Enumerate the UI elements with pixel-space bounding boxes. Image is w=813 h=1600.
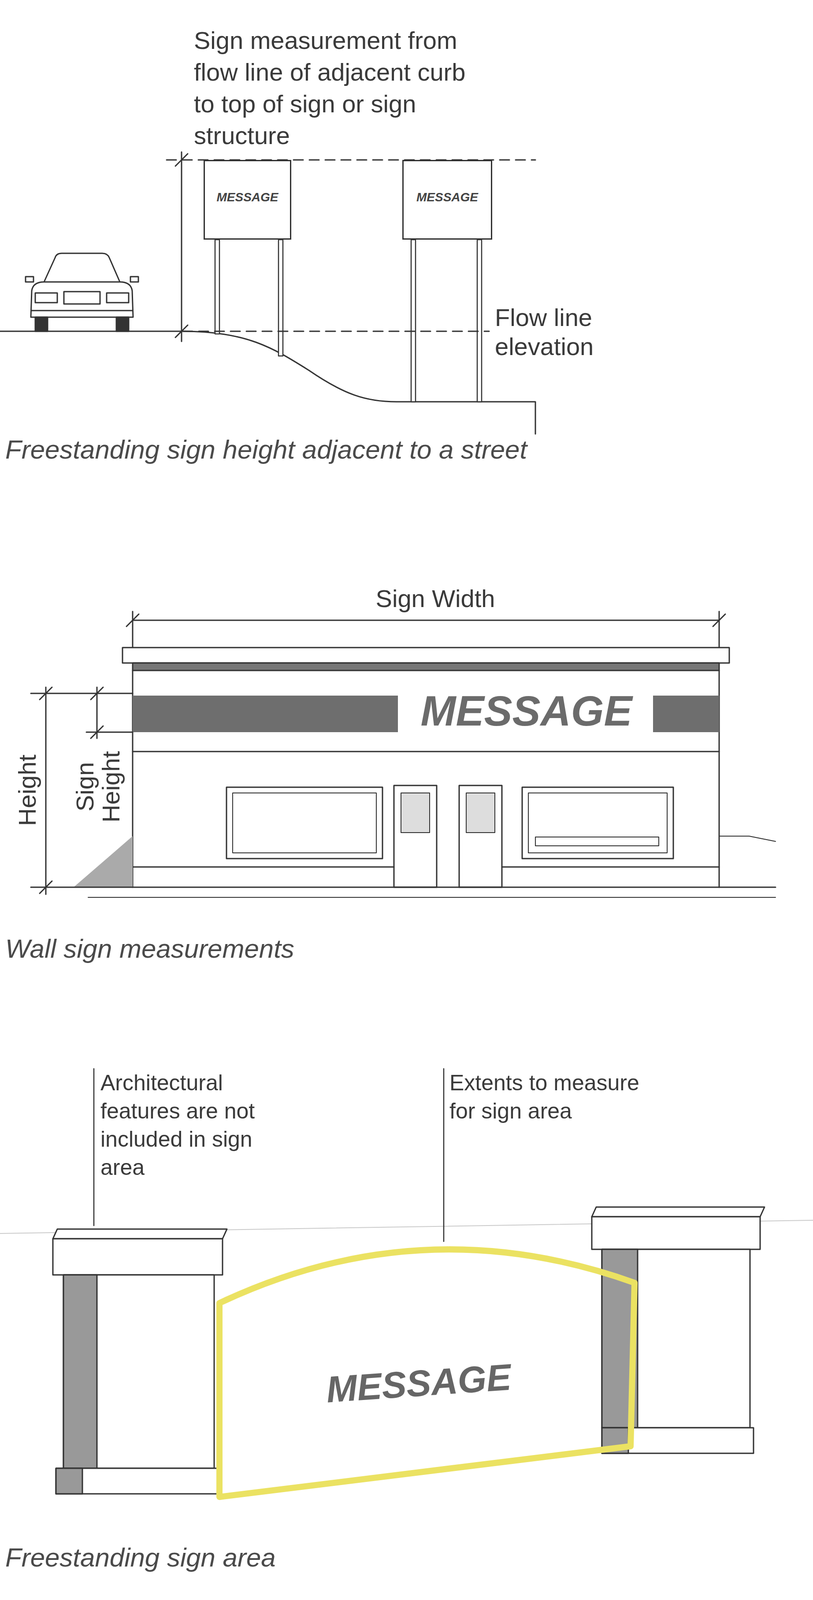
ground-line (30, 887, 776, 889)
figure-caption-text: Freestanding sign height adjacent to a s… (5, 434, 799, 466)
car-wheel (116, 317, 129, 332)
dimension-line (45, 687, 47, 895)
flow-line (182, 330, 490, 333)
figure-caption: Freestanding sign area (5, 1542, 799, 1575)
door (459, 785, 502, 888)
figure-caption: Freestanding sign height adjacent to a s… (5, 434, 799, 466)
sign-face: MESSAGE (219, 1248, 635, 1498)
door (393, 785, 437, 888)
pillar-base (55, 1468, 220, 1495)
extension-line (132, 611, 134, 648)
dimension-label: Sign Height (71, 747, 124, 827)
dimension-line (181, 152, 183, 342)
figure-caption-text: Freestanding sign area (5, 1542, 799, 1575)
sign-post (411, 239, 416, 402)
dimension-line (132, 619, 720, 622)
extension-line (30, 693, 133, 695)
sign-panel: MESSAGE (402, 159, 493, 240)
window-sill (535, 837, 659, 847)
dimension-label: Height (13, 746, 41, 835)
pillar-cap-top (52, 1229, 227, 1240)
ground-profile (0, 331, 536, 435)
callout-note-text: Flow line elevation (494, 303, 601, 362)
figure-caption: Wall sign measurements (5, 933, 799, 966)
car-figure (25, 253, 139, 332)
dimension-label-text: Sign Height (71, 747, 124, 827)
storefront-window (226, 787, 383, 859)
car-grille (63, 291, 101, 305)
car-wheel (35, 317, 48, 332)
callout-note-text: Extents to measure for sign area (449, 1069, 653, 1126)
dimension-line (96, 687, 98, 739)
adjacent-building (719, 836, 776, 842)
sign-post (215, 239, 220, 335)
dimension-tick (39, 881, 52, 894)
car-mirror (130, 276, 139, 283)
sign-post (278, 239, 283, 357)
pillar (52, 1229, 227, 1495)
sign-band (132, 695, 398, 733)
car-headlight (35, 293, 58, 303)
sign-area-outline (219, 1249, 635, 1498)
car-body (30, 282, 134, 318)
wall-sign: MESSAGE (400, 690, 652, 738)
building-line (132, 751, 720, 753)
pillar-shade (55, 1468, 83, 1495)
leader-line (93, 1069, 95, 1226)
sign-post (477, 239, 482, 402)
pillar-shade (63, 1275, 97, 1469)
callout-note: Sign measurement from flow line of adjac… (193, 24, 481, 152)
car-headlight (106, 293, 129, 303)
pillar-body (63, 1275, 215, 1469)
sign-message: MESSAGE (325, 1358, 513, 1409)
building-cornice (122, 647, 730, 664)
callout-note-text: Sign measurement from flow line of adjac… (193, 24, 481, 152)
callout-note: Extents to measure for sign area (449, 1069, 653, 1126)
pillar (591, 1207, 765, 1454)
building-base (132, 866, 394, 869)
dimension-label-text: Sign Width (347, 584, 524, 614)
car-roof (44, 253, 120, 283)
door-glass (400, 793, 430, 833)
dimension-tick (90, 726, 104, 739)
pillar-cap (591, 1217, 761, 1250)
dimension-tick (90, 687, 104, 700)
pillar-cap-top (591, 1207, 765, 1218)
leader-line (443, 1069, 445, 1242)
dimension-tick (175, 153, 188, 167)
dimension-label: Sign Width (347, 584, 524, 614)
door-glass (466, 793, 495, 833)
cornice-band (132, 663, 720, 671)
sign-panel: MESSAGE (203, 159, 292, 240)
sign-message: MESSAGE (403, 161, 491, 204)
sign-message: MESSAGE (204, 161, 290, 204)
sign-message: MESSAGE (400, 690, 652, 733)
extension-line (718, 611, 721, 648)
storefront-window (232, 793, 377, 854)
car-bumper (31, 310, 133, 312)
sign-band (653, 695, 720, 733)
callout-note-text: Architectural features are not included … (100, 1069, 268, 1182)
shadow (73, 836, 133, 888)
callout-note: Flow line elevation (494, 303, 601, 362)
figure-caption-text: Wall sign measurements (5, 933, 799, 966)
dimension-tick (175, 325, 188, 338)
storefront-window (528, 793, 668, 854)
pillar-cap (52, 1239, 223, 1276)
car-mirror (25, 276, 34, 283)
building-base (501, 866, 720, 869)
callout-note: Architectural features are not included … (100, 1069, 268, 1182)
dimension-label-text: Height (13, 746, 41, 835)
extension-line (86, 731, 133, 734)
ground-line (88, 897, 776, 899)
storefront-window (522, 787, 674, 859)
